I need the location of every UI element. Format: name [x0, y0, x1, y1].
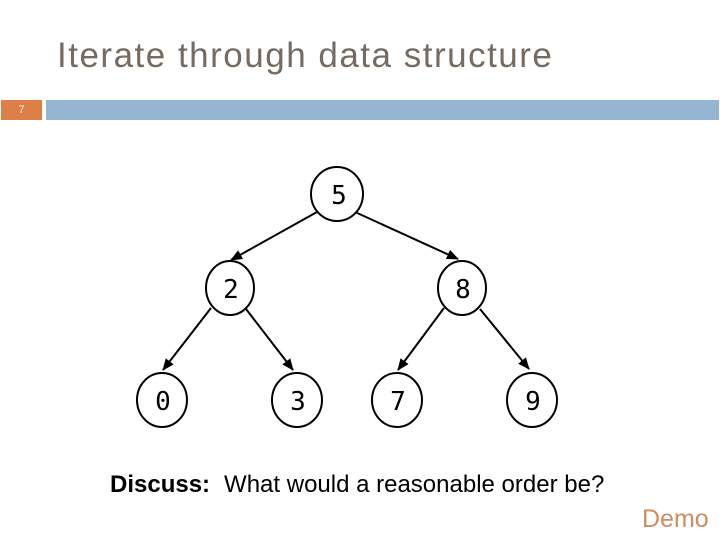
discussion-line: Discuss: What would a reasonable order be… — [110, 471, 604, 499]
node-circle — [371, 372, 423, 428]
node-label: 7 — [390, 387, 406, 417]
tree-node-2: 2 — [205, 260, 255, 316]
node-circle — [506, 372, 558, 428]
node-label: 0 — [155, 387, 171, 417]
tree-node-8: 8 — [437, 260, 487, 316]
node-circle — [205, 260, 255, 316]
node-label: 8 — [455, 275, 471, 305]
node-label: 9 — [525, 387, 541, 417]
edge-8-7 — [397, 307, 445, 371]
slide-title: Iterate through data structure — [57, 36, 554, 75]
discussion-question: What would a reasonable order be? — [224, 471, 605, 498]
tree-node-5: 5 — [310, 166, 364, 222]
edge-2-0 — [162, 307, 212, 371]
header-accent-rule — [46, 100, 719, 120]
edge-5-2 — [230, 211, 318, 261]
edge-8-9 — [479, 308, 530, 370]
header-bar: 7 — [0, 100, 720, 120]
tree-node-3: 3 — [271, 372, 323, 428]
edge-2-3 — [245, 308, 294, 371]
node-label: 2 — [223, 275, 239, 305]
node-circle — [136, 372, 188, 428]
demo-link[interactable]: Demo — [642, 505, 709, 533]
discussion-label: Discuss: — [110, 471, 211, 498]
node-circle — [437, 260, 487, 316]
tree-node-9: 9 — [506, 372, 558, 428]
node-circle — [310, 166, 364, 222]
tree-node-0: 0 — [136, 372, 188, 428]
node-label: 3 — [290, 387, 306, 417]
tree-node-7: 7 — [371, 372, 423, 428]
node-circle — [271, 372, 323, 428]
edge-5-8 — [354, 211, 459, 260]
slide-number-badge: 7 — [1, 100, 42, 120]
node-label: 5 — [331, 181, 347, 211]
